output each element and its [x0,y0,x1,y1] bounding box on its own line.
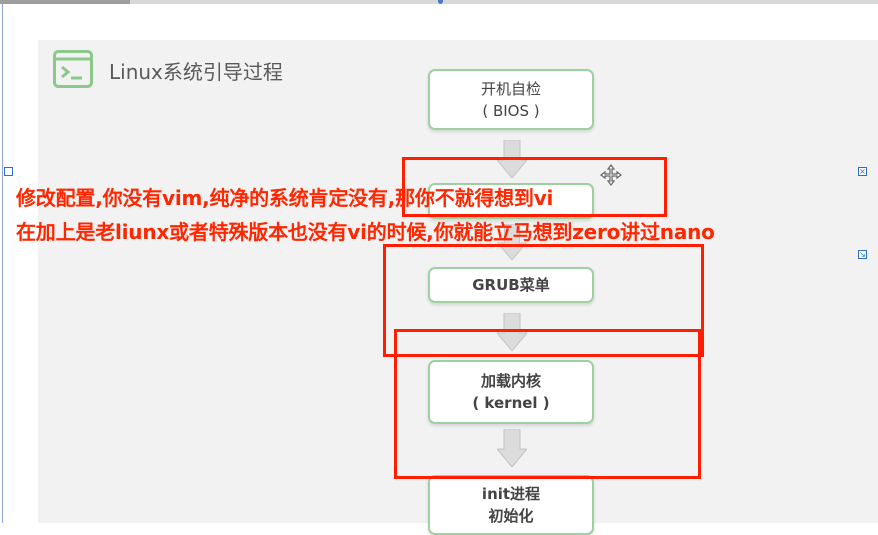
flow-step-label: GRUB菜单 [472,276,550,294]
flow-step-label: 加载内核 [480,372,541,390]
down-arrow-icon [497,313,527,351]
flow-step-grub: GRUB菜单 [428,267,594,303]
annotation-line[interactable]: 在加上是老liunx或者特殊版本也没有vi的时候,你就能立马想到zero讲过na… [16,220,715,244]
resize-handle[interactable]: × [858,167,867,176]
resize-handle[interactable]: ↘ [858,250,867,259]
terminal-icon [53,50,93,88]
highlight-box [394,329,701,479]
flow-step-label: 开机自检 [480,79,541,98]
flow-step-sublabel: 初始化 [488,507,534,525]
flow-step-bios: 开机自检 ( BIOS ) [428,69,594,130]
selection-guide-line [2,4,3,523]
flow-step-init: init进程 初始化 [428,475,594,535]
down-arrow-icon [497,224,527,260]
down-arrow-icon [497,429,527,467]
highlight-box [402,157,667,217]
window-top-bar [0,0,878,4]
flow-step-sublabel: ( kernel ) [472,394,550,412]
flow-step-kernel: 加载内核 ( kernel ) [428,360,594,424]
flow-step-label: init进程 [481,485,541,503]
annotation-line[interactable]: 修改配置,你没有vim,纯净的系统肯定没有,那你不就得想到vi [16,186,554,210]
flow-step-mbr [428,183,594,219]
window-tab[interactable] [0,0,130,4]
move-cursor-icon [600,164,622,186]
slide-title: Linux系统引导过程 [109,60,283,84]
flow-step-sublabel: ( BIOS ) [482,101,540,120]
selection-anchor[interactable] [438,0,443,4]
highlight-box [383,244,704,357]
resize-handle[interactable] [4,167,13,176]
